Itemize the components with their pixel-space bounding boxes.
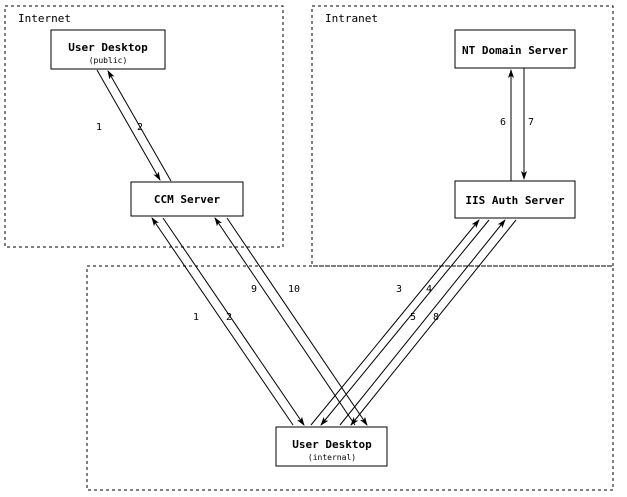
- ccm-server-title: CCM Server: [154, 193, 221, 206]
- edge-label-1-public: 1: [96, 122, 102, 133]
- edge-1-public-to-ccm: [96, 69, 161, 181]
- edge-9-internal-to-ccm: [214, 217, 356, 426]
- edge-label-2-public: 2: [137, 122, 143, 133]
- edge-10-ccm-to-internal: [226, 217, 368, 426]
- edge-8-iis-to-internal: [350, 219, 517, 426]
- edge-label-8: 8: [433, 312, 439, 323]
- edge-2-ccm-to-internal: [162, 217, 305, 426]
- zone-internet-group: Internet: [4, 5, 284, 248]
- zone-internet-label: Internet: [18, 12, 71, 25]
- ccm-server-box[interactable]: [130, 181, 244, 217]
- edge-label-6: 6: [500, 117, 506, 128]
- edge-2-ccm-to-public: [107, 70, 172, 182]
- user-desktop-internal-box[interactable]: [275, 426, 388, 467]
- user-desktop-public-subtitle: (public): [89, 56, 128, 65]
- edge-label-9: 9: [251, 284, 257, 295]
- edge-label-3: 3: [396, 284, 402, 295]
- node-user-desktop-internal[interactable]: User Desktop (internal): [275, 426, 388, 467]
- edge-label-2-internal: 2: [226, 312, 232, 323]
- user-desktop-internal-title: User Desktop: [292, 438, 372, 451]
- nt-domain-server-box[interactable]: [454, 29, 576, 69]
- iis-auth-server-box[interactable]: [454, 180, 576, 219]
- node-nt-domain-server[interactable]: NT Domain Server: [454, 29, 576, 69]
- node-user-desktop-public[interactable]: User Desktop (public): [50, 29, 166, 70]
- zone-internal-lan-box: [86, 265, 614, 491]
- zone-internet-box: [4, 5, 284, 248]
- zone-intranet-label: Intranet: [325, 12, 378, 25]
- edge-label-4: 4: [426, 284, 432, 295]
- edge-label-1-internal: 1: [193, 312, 199, 323]
- user-desktop-internal-subtitle: (internal): [308, 453, 356, 462]
- edge-label-5: 5: [410, 312, 416, 323]
- edge-labels-group: 1 2 6 7 9 10 1 2 3 4 5 8: [96, 117, 534, 323]
- edge-5-internal-to-iis: [339, 219, 506, 426]
- zone-intranet-box: [311, 5, 614, 267]
- edge-label-10: 10: [288, 284, 300, 295]
- node-iis-auth-server[interactable]: IIS Auth Server: [454, 180, 576, 219]
- edge-label-7: 7: [528, 117, 534, 128]
- node-ccm-server[interactable]: CCM Server: [130, 181, 244, 217]
- edge-3-internal-to-iis: [310, 219, 480, 426]
- user-desktop-public-box[interactable]: [50, 29, 166, 70]
- user-desktop-public-title: User Desktop: [68, 41, 148, 54]
- zone-intranet-group: Intranet: [311, 5, 614, 267]
- edge-1-internal-to-ccm: [151, 217, 294, 426]
- edge-4-iis-to-internal: [320, 219, 490, 426]
- iis-auth-server-title: IIS Auth Server: [465, 194, 565, 207]
- zone-internal-lan-group: [86, 265, 614, 491]
- nt-domain-server-title: NT Domain Server: [462, 44, 568, 57]
